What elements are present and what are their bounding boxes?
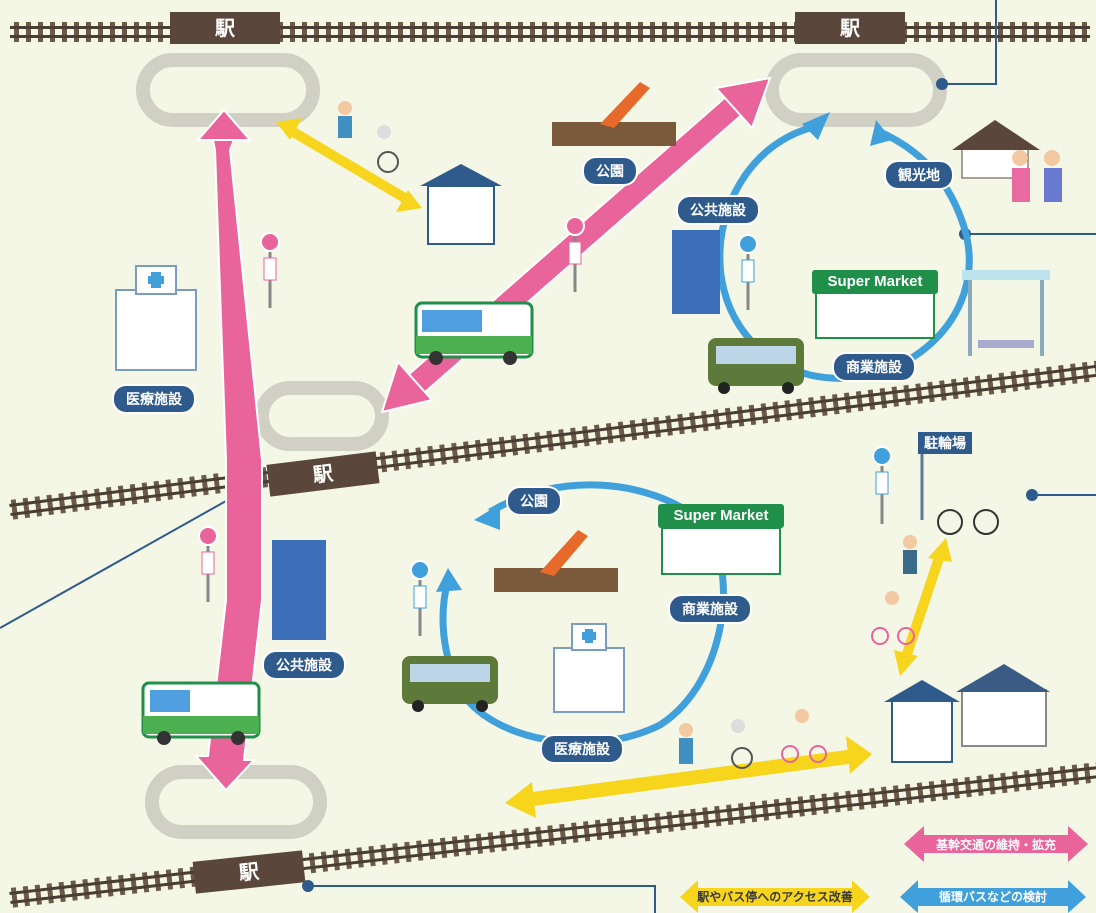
pedestrian-icon [338,101,352,138]
tourists-icon [1012,150,1062,202]
wheelchair-user-icon [731,719,753,769]
station-label: 駅 [795,12,905,44]
hospital-icon [553,623,625,713]
bus-stop-icon [198,526,218,602]
place-label-park: 公園 [506,486,562,516]
bus-stop-icon [260,232,280,308]
bus-shelter-icon [962,270,1050,356]
loop-arrowhead [870,120,892,146]
cyclist-icon [781,709,827,763]
access-route-right [894,538,952,676]
bus-stop-icon [565,216,585,292]
access-route-topleft [276,118,422,212]
wheelchair-user-icon [377,125,399,173]
legend-loop-bus: 循環バスなどの検討 [900,880,1086,913]
pink-double-arrow-icon [904,826,1088,862]
playground-icon [552,82,676,146]
office-building-icon [672,230,720,314]
place-label-public-facility: 公共施設 [676,195,760,225]
legend-access-label: 駅やバス停へのアクセス改善 [697,890,853,904]
place-label-park: 公園 [582,156,638,186]
platform-top-right [765,53,947,127]
place-label-medical: 医療施設 [112,384,196,414]
platform-bottom [145,765,327,839]
bus-icon [414,301,534,365]
loop-arrowhead [474,504,500,530]
platform-top-left [136,53,320,127]
house-icon [884,664,1050,763]
supermarket-sign: Super Market [812,270,938,294]
access-route-bottom [505,736,872,818]
bus-stop-icon [738,234,758,310]
bus-stop-icon [872,446,892,524]
supermarket-sign: Super Market [658,504,784,528]
trunk-route-vertical [193,108,263,792]
legend-access-improvement: 駅やバス停へのアクセス改善 [680,880,870,913]
playground-icon [494,530,618,592]
office-building-icon [272,540,326,640]
small-bus-icon [708,338,804,394]
hospital-icon [115,265,197,371]
shop-icon [661,527,781,575]
pedestrian-icon [903,535,917,574]
house-icon [420,164,502,245]
shop-icon [815,291,935,339]
loop-arrowhead [436,568,462,592]
cyclist-icon [871,591,915,645]
place-label-commercial: 商業施設 [668,594,752,624]
place-label-tourist-spot: 観光地 [884,160,954,190]
platform-middle [255,381,389,451]
place-label-public-facility: 公共施設 [262,650,346,680]
legend-trunk-transport: 基幹交通の維持・拡充 [904,826,1088,862]
bus-stop-icon [410,560,430,636]
bus-icon [141,681,261,745]
pedestrian-icon [679,723,693,764]
legend-trunk-label: 基幹交通の維持・拡充 [935,837,1056,852]
place-label-medical: 医療施設 [540,734,624,764]
loop-arrowhead [802,112,830,140]
station-label: 駅 [170,12,280,44]
bicycle-parking-sign: 駐輪場 [918,432,972,454]
yellow-double-arrow-icon [680,880,870,913]
bicycle-parking-icon [920,450,999,535]
blue-double-arrow-icon [900,880,1086,913]
place-label-commercial: 商業施設 [832,352,916,382]
legend-loop-label: 循環バスなどの検討 [938,890,1047,904]
small-bus-icon [402,656,498,712]
